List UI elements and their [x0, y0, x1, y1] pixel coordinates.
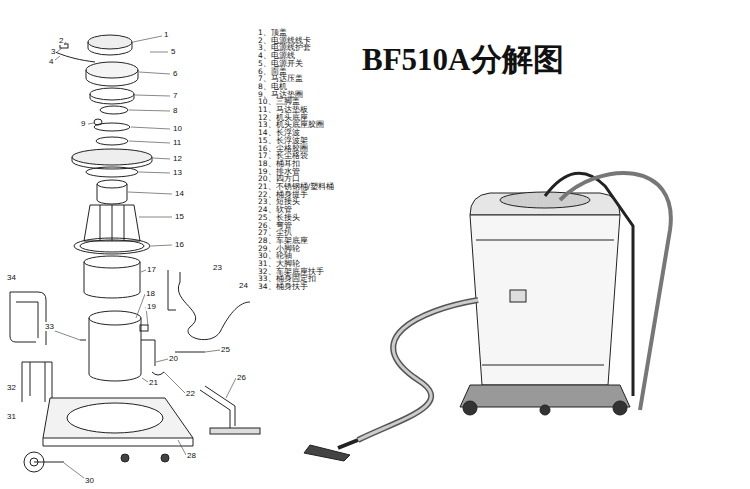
callout-number: 17 [146, 265, 157, 274]
callout-number: 33 [44, 322, 55, 331]
callout-number: 25 [220, 345, 231, 354]
callout-number: 8 [172, 106, 178, 115]
callout-number: 12 [172, 154, 183, 163]
parts-list-item: 34、桶身扶手 [258, 283, 308, 291]
diagram-title: BF510A分解图 [362, 42, 564, 78]
callout-number: 34 [6, 273, 17, 282]
cart-parts [10, 292, 193, 472]
assembled-vacuum [304, 173, 671, 461]
callout-number: 5 [170, 47, 176, 56]
callout-number: 16 [174, 240, 185, 249]
callout-number: 26 [236, 373, 247, 382]
callout-number: 6 [172, 69, 178, 78]
callout-number: 21 [148, 378, 159, 387]
callout-number: 32 [6, 383, 17, 392]
callout-number: 1 [163, 30, 169, 39]
callout-number: 15 [174, 212, 185, 221]
callout-number: 9 [80, 119, 86, 128]
callout-number: 3 [50, 47, 56, 56]
callout-number: 14 [174, 189, 185, 198]
exploded-parts [55, 35, 164, 381]
callout-number: 19 [146, 302, 157, 311]
callout-number: 11 [172, 138, 182, 147]
callout-number: 22 [185, 389, 196, 398]
callout-number: 7 [172, 91, 178, 100]
callout-number: 20 [168, 354, 179, 363]
callout-number: 24 [238, 281, 249, 290]
leader-lines [44, 36, 236, 478]
callout-number: 2 [58, 36, 64, 45]
callout-number: 4 [48, 57, 54, 66]
callout-number: 10 [172, 124, 183, 133]
callout-number: 28 [186, 451, 197, 460]
hose-parts [168, 270, 260, 434]
callout-number: 31 [6, 412, 17, 421]
callout-number: 23 [212, 263, 223, 272]
callout-number: 13 [172, 168, 183, 177]
callout-number: 18 [145, 289, 156, 298]
callout-number: 30 [84, 476, 95, 485]
